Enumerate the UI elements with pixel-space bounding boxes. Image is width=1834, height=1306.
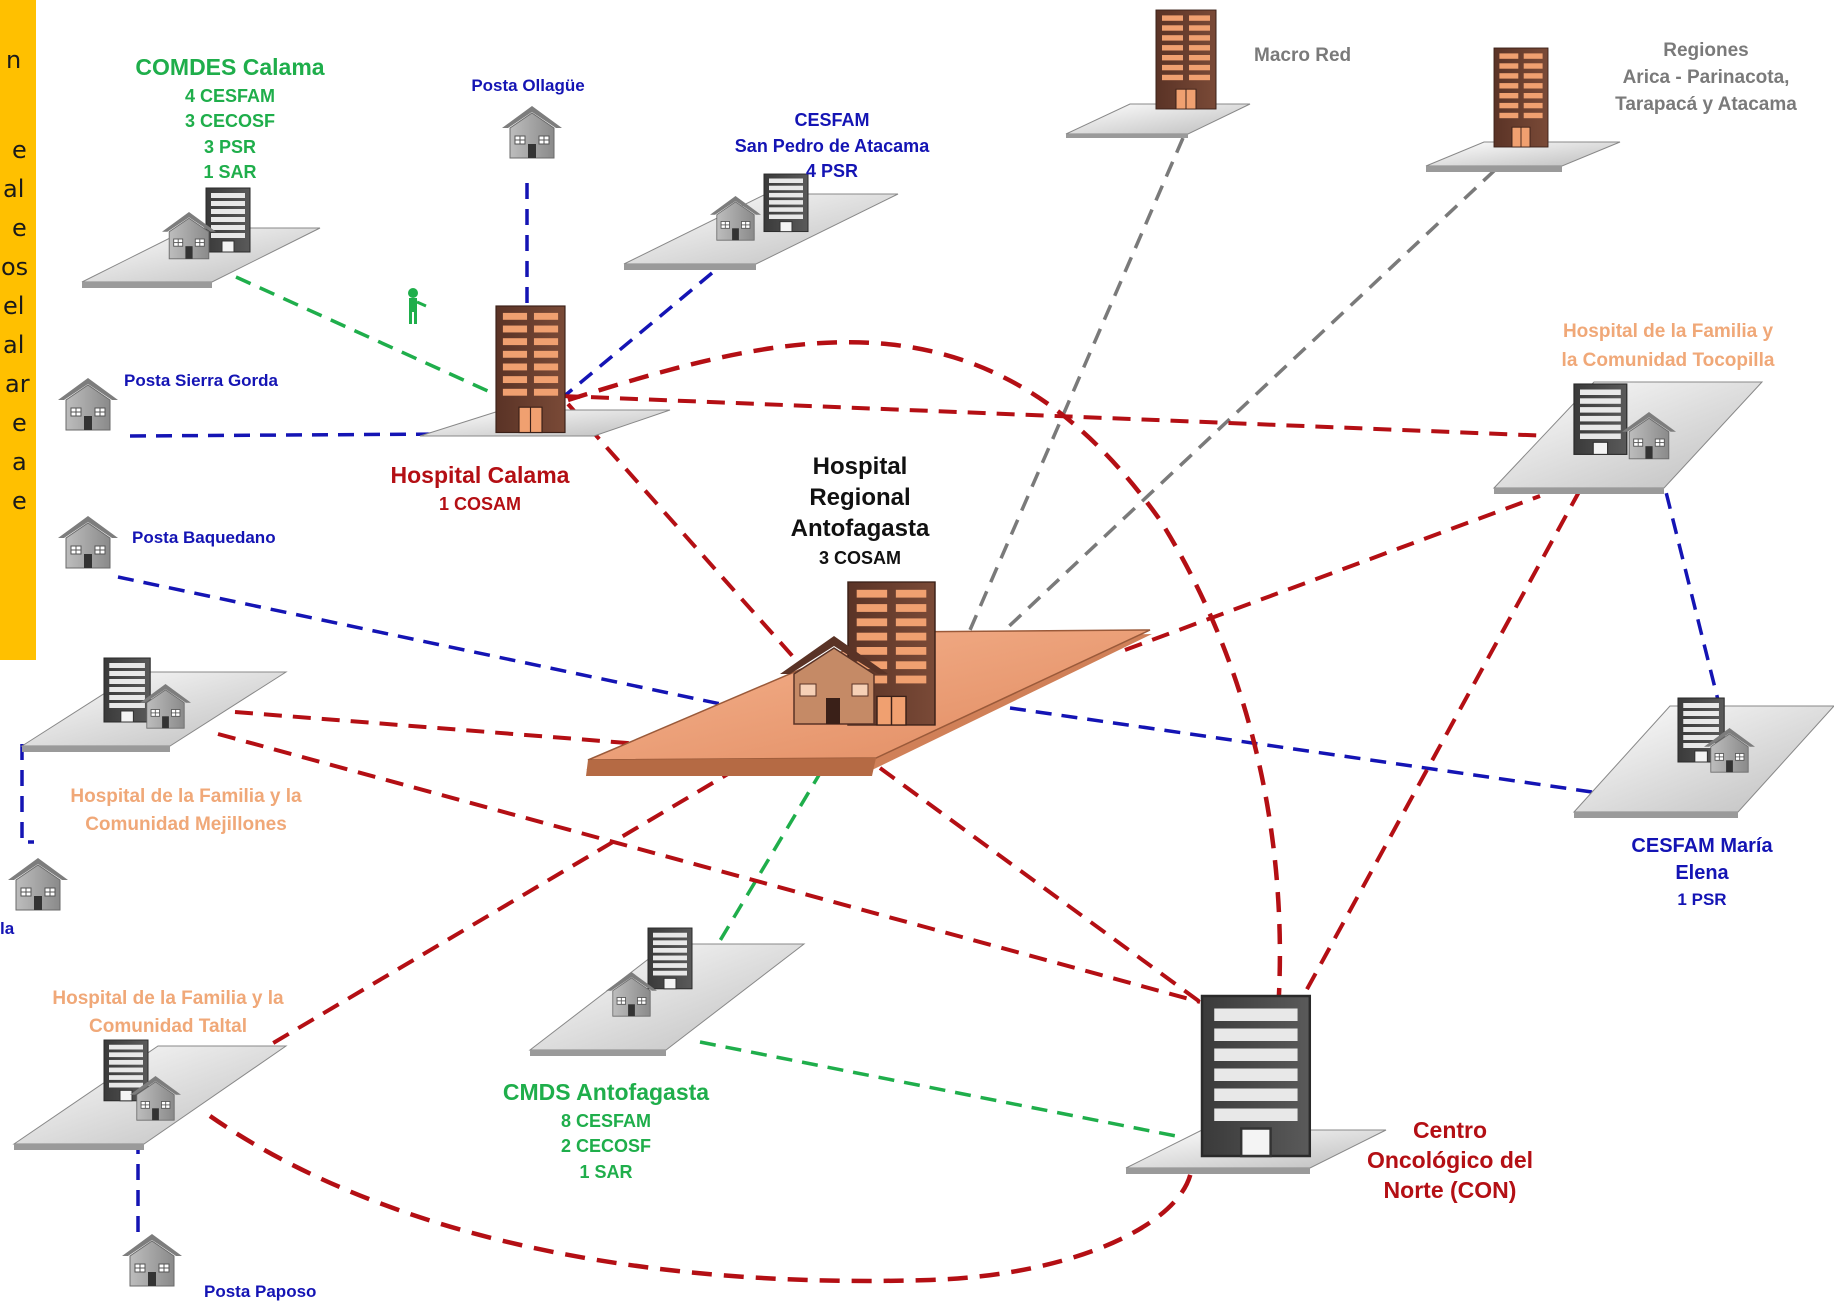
mejillones-line: Comunidad Mejillones [85,814,287,835]
link-mejillones-regional [234,710,641,746]
baquedano-label: Posta Baquedano [132,528,276,547]
sidebar-fragment: e [12,214,27,242]
regional-sub: 3 COSAM [819,548,901,568]
sidebar-fragment: a [12,448,27,476]
hub-platform-edge [586,758,876,776]
link-regional-centro [878,766,1202,1004]
san-pedro-tower-icon [763,173,809,233]
link-mejillones-posta [20,744,34,844]
taltal-line: Hospital de la Familia y la [52,988,284,1009]
centro-line: Oncológico del [1367,1147,1533,1173]
macro-red-label: Macro Red [1254,45,1351,66]
link-tocopilla-maria-elena [1658,467,1720,701]
cmds-title: CMDS Antofagasta [503,1079,709,1105]
paposo-label: Posta Paposo [204,1282,316,1301]
regional-house-icon [780,636,888,725]
link-mejillones-centro [217,732,1201,1004]
link-taltal-centro [208,1114,1195,1284]
ollague-house-icon [501,105,563,159]
sidebar-fragment: e [12,487,27,515]
calama-title: Hospital Calama [391,462,570,488]
sierra-gorda-house-icon [57,377,119,431]
link-posta-sierra-gorda [129,432,449,438]
left-posta-label: la [0,919,15,938]
link-tocopilla-centro [1298,489,1582,1003]
comdes-tower-icon [205,187,251,253]
calama-tower-icon [495,305,566,434]
left-posta-house-icon [7,857,69,911]
macro-red-tower-icon [1155,9,1217,110]
link-calama-regional [566,402,798,662]
link-regiones [1003,168,1497,632]
taltal-line: Comunidad Taltal [89,1016,247,1037]
link-calama-tocopilla [561,394,1576,439]
regional-title-line2: Regional [809,484,910,511]
san-pedro-line: San Pedro de Atacama [735,136,930,156]
sidebar-panel: n e al e os el al ar e a e [0,0,36,660]
comdes-line: 1 SAR [203,162,256,182]
regional-title-line3: Antofagasta [791,515,930,542]
regiones-line: Tarapacá y Atacama [1615,94,1797,115]
sidebar-fragment: al [3,331,24,359]
regiones-tower-icon [1493,47,1549,148]
comdes-line: 4 CESFAM [185,86,275,106]
cmds-line: 1 SAR [579,1162,632,1182]
connections [20,137,1720,1284]
comdes-title: COMDES Calama [135,54,324,80]
cmds-line: 8 CESFAM [561,1111,651,1131]
sidebar-fragment: el [3,292,24,320]
link-regional-tocopilla [1124,494,1541,652]
sidebar-fragment: al [3,175,24,203]
centro-oncologico-tower-icon [1200,994,1312,1158]
ollague-label: Posta Ollagüe [471,76,584,95]
cmds-line: 2 CECOSF [561,1136,651,1156]
labels: Hospital Regional Antofagasta 3 COSAM Ho… [0,40,1797,1301]
figure-icon [408,288,427,324]
calama-sub: 1 COSAM [439,494,521,514]
san-pedro-line: CESFAM [794,110,869,130]
tocopilla-line: Hospital de la Familia y [1563,321,1774,342]
sidebar-background [0,0,36,660]
platform-san-pedro [623,193,899,270]
regiones-line: Regiones [1663,40,1749,61]
link-macro-red [968,137,1185,631]
baquedano-house-icon [57,515,119,569]
sidebar-fragment: os [1,253,28,281]
sidebar-fragment: ar [5,370,30,398]
mejillones-line: Hospital de la Familia y la [70,786,302,807]
link-cesfam-maria-elena [1009,706,1593,794]
link-cmds-centro [699,1040,1177,1138]
cmds-tower-icon [647,927,693,990]
tocopilla-tower-icon [1573,383,1628,455]
platform-regiones [1425,141,1621,172]
regiones-line: Arica - Parinacota, [1623,67,1790,88]
link-calama-centro [567,340,1283,1013]
comdes-line: 3 PSR [204,137,256,157]
sidebar-fragment: e [12,136,27,164]
link-regional-taltal [256,766,740,1054]
link-comdes-calama [235,275,491,394]
link-posta-baquedano [117,575,736,709]
sidebar-fragment: n [6,46,21,74]
mejillones-tower-icon [103,657,151,723]
maria-elena-line: 1 PSR [1677,890,1726,909]
link-cesfam-san-pedro [560,271,714,400]
san-pedro-line: 4 PSR [806,161,858,181]
regional-title-line1: Hospital [813,453,908,480]
centro-line: Norte (CON) [1384,1177,1517,1203]
maria-elena-line: CESFAM María [1631,835,1773,857]
buildings [7,9,1756,1287]
maria-elena-line: Elena [1675,862,1729,884]
tocopilla-line: la Comunidad Tocopilla [1562,350,1775,371]
sidebar-fragment: e [12,409,27,437]
platform-macro-red [1065,103,1251,138]
comdes-line: 3 CECOSF [185,111,275,131]
platform-tocopilla [1492,381,1764,494]
centro-line: Centro [1413,1117,1487,1143]
sierra-gorda-label: Posta Sierra Gorda [124,371,279,390]
paposo-house-icon [121,1233,183,1287]
link-cmds-hospital [716,769,824,945]
